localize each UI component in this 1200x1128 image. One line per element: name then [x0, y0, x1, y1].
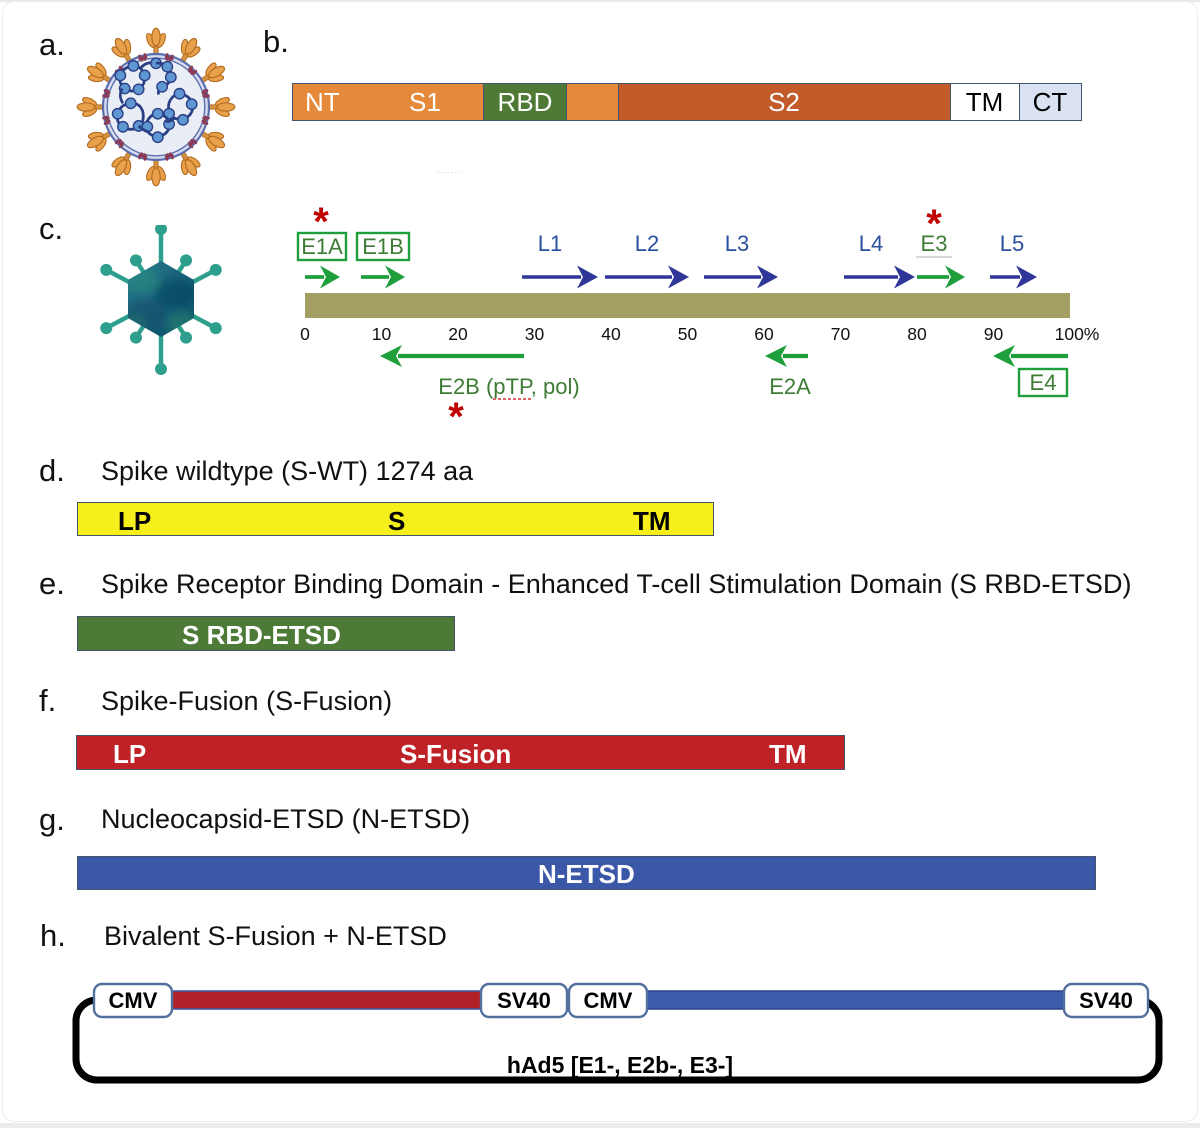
svg-text:E4: E4	[1030, 370, 1057, 395]
svg-text:40: 40	[601, 324, 621, 344]
svg-text:20: 20	[448, 324, 468, 344]
svg-text:E2A: E2A	[769, 374, 811, 399]
svg-text:SV40: SV40	[497, 988, 551, 1013]
svg-text:CMV: CMV	[584, 988, 633, 1013]
svg-text:80: 80	[907, 324, 927, 344]
svg-text:*: *	[448, 395, 464, 435]
svg-text:70: 70	[831, 324, 851, 344]
svg-text:L5: L5	[1000, 231, 1024, 256]
svg-text:30: 30	[525, 324, 545, 344]
svg-text:*: *	[926, 202, 942, 246]
svg-text:E1B: E1B	[362, 234, 404, 259]
svg-text:50: 50	[678, 324, 698, 344]
svg-text:60: 60	[754, 324, 774, 344]
svg-text:100%: 100%	[1055, 324, 1100, 344]
svg-text:90: 90	[984, 324, 1004, 344]
svg-text:0: 0	[300, 324, 310, 344]
svg-text:L4: L4	[859, 231, 883, 256]
svg-text:L1: L1	[538, 231, 562, 256]
svg-text:CMV: CMV	[109, 988, 158, 1013]
svg-text:hAd5 [E1-, E2b-, E3-]: hAd5 [E1-, E2b-, E3-]	[507, 1052, 733, 1078]
svg-text:E1A: E1A	[301, 234, 343, 259]
svg-text:SV40: SV40	[1079, 988, 1133, 1013]
svg-text:L3: L3	[725, 231, 749, 256]
svg-text:*: *	[313, 200, 329, 244]
svg-text:E3: E3	[921, 231, 948, 256]
svg-text:10: 10	[372, 324, 392, 344]
svg-text:E2B (pTP, pol): E2B (pTP, pol)	[438, 374, 579, 399]
svg-text:L2: L2	[635, 231, 659, 256]
